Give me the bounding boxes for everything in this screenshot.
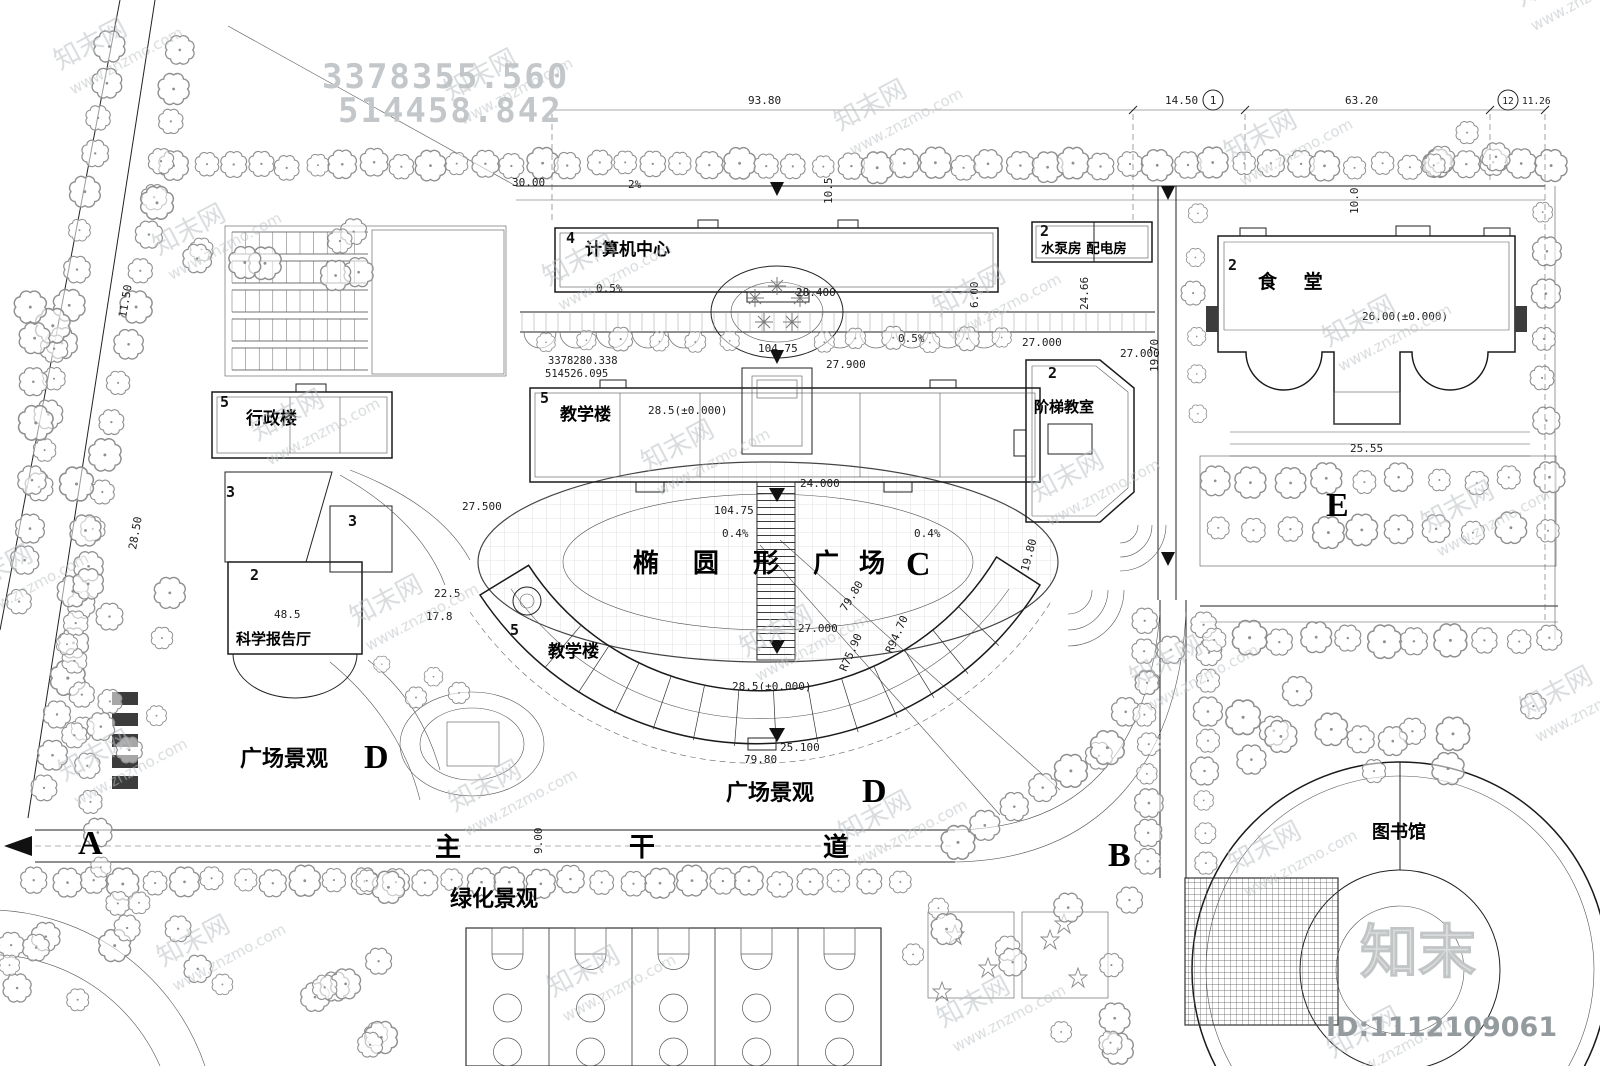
watermark-logo: 知末 (1360, 918, 1476, 986)
watermark-id: ID:1112109061 (1326, 1012, 1557, 1043)
